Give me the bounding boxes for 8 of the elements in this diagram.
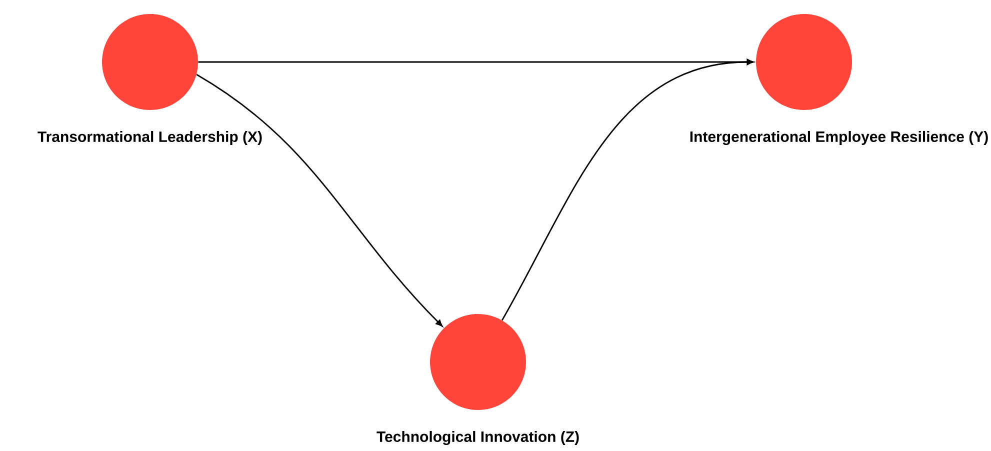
node-label: Intergenerational Employee Resilience (Y)	[690, 130, 988, 146]
node-label: Technological Innovation (Z)	[376, 430, 579, 446]
arrow	[196, 74, 443, 327]
circle-node: Intergenerational Employee Resilience (Y)	[690, 14, 988, 146]
circle-node: Technological Innovation (Z)	[376, 314, 579, 446]
circle-node: Transormational Leadership (X)	[38, 14, 262, 145]
arrow	[502, 59, 754, 321]
node-label: Transormational Leadership (X)	[38, 131, 262, 145]
